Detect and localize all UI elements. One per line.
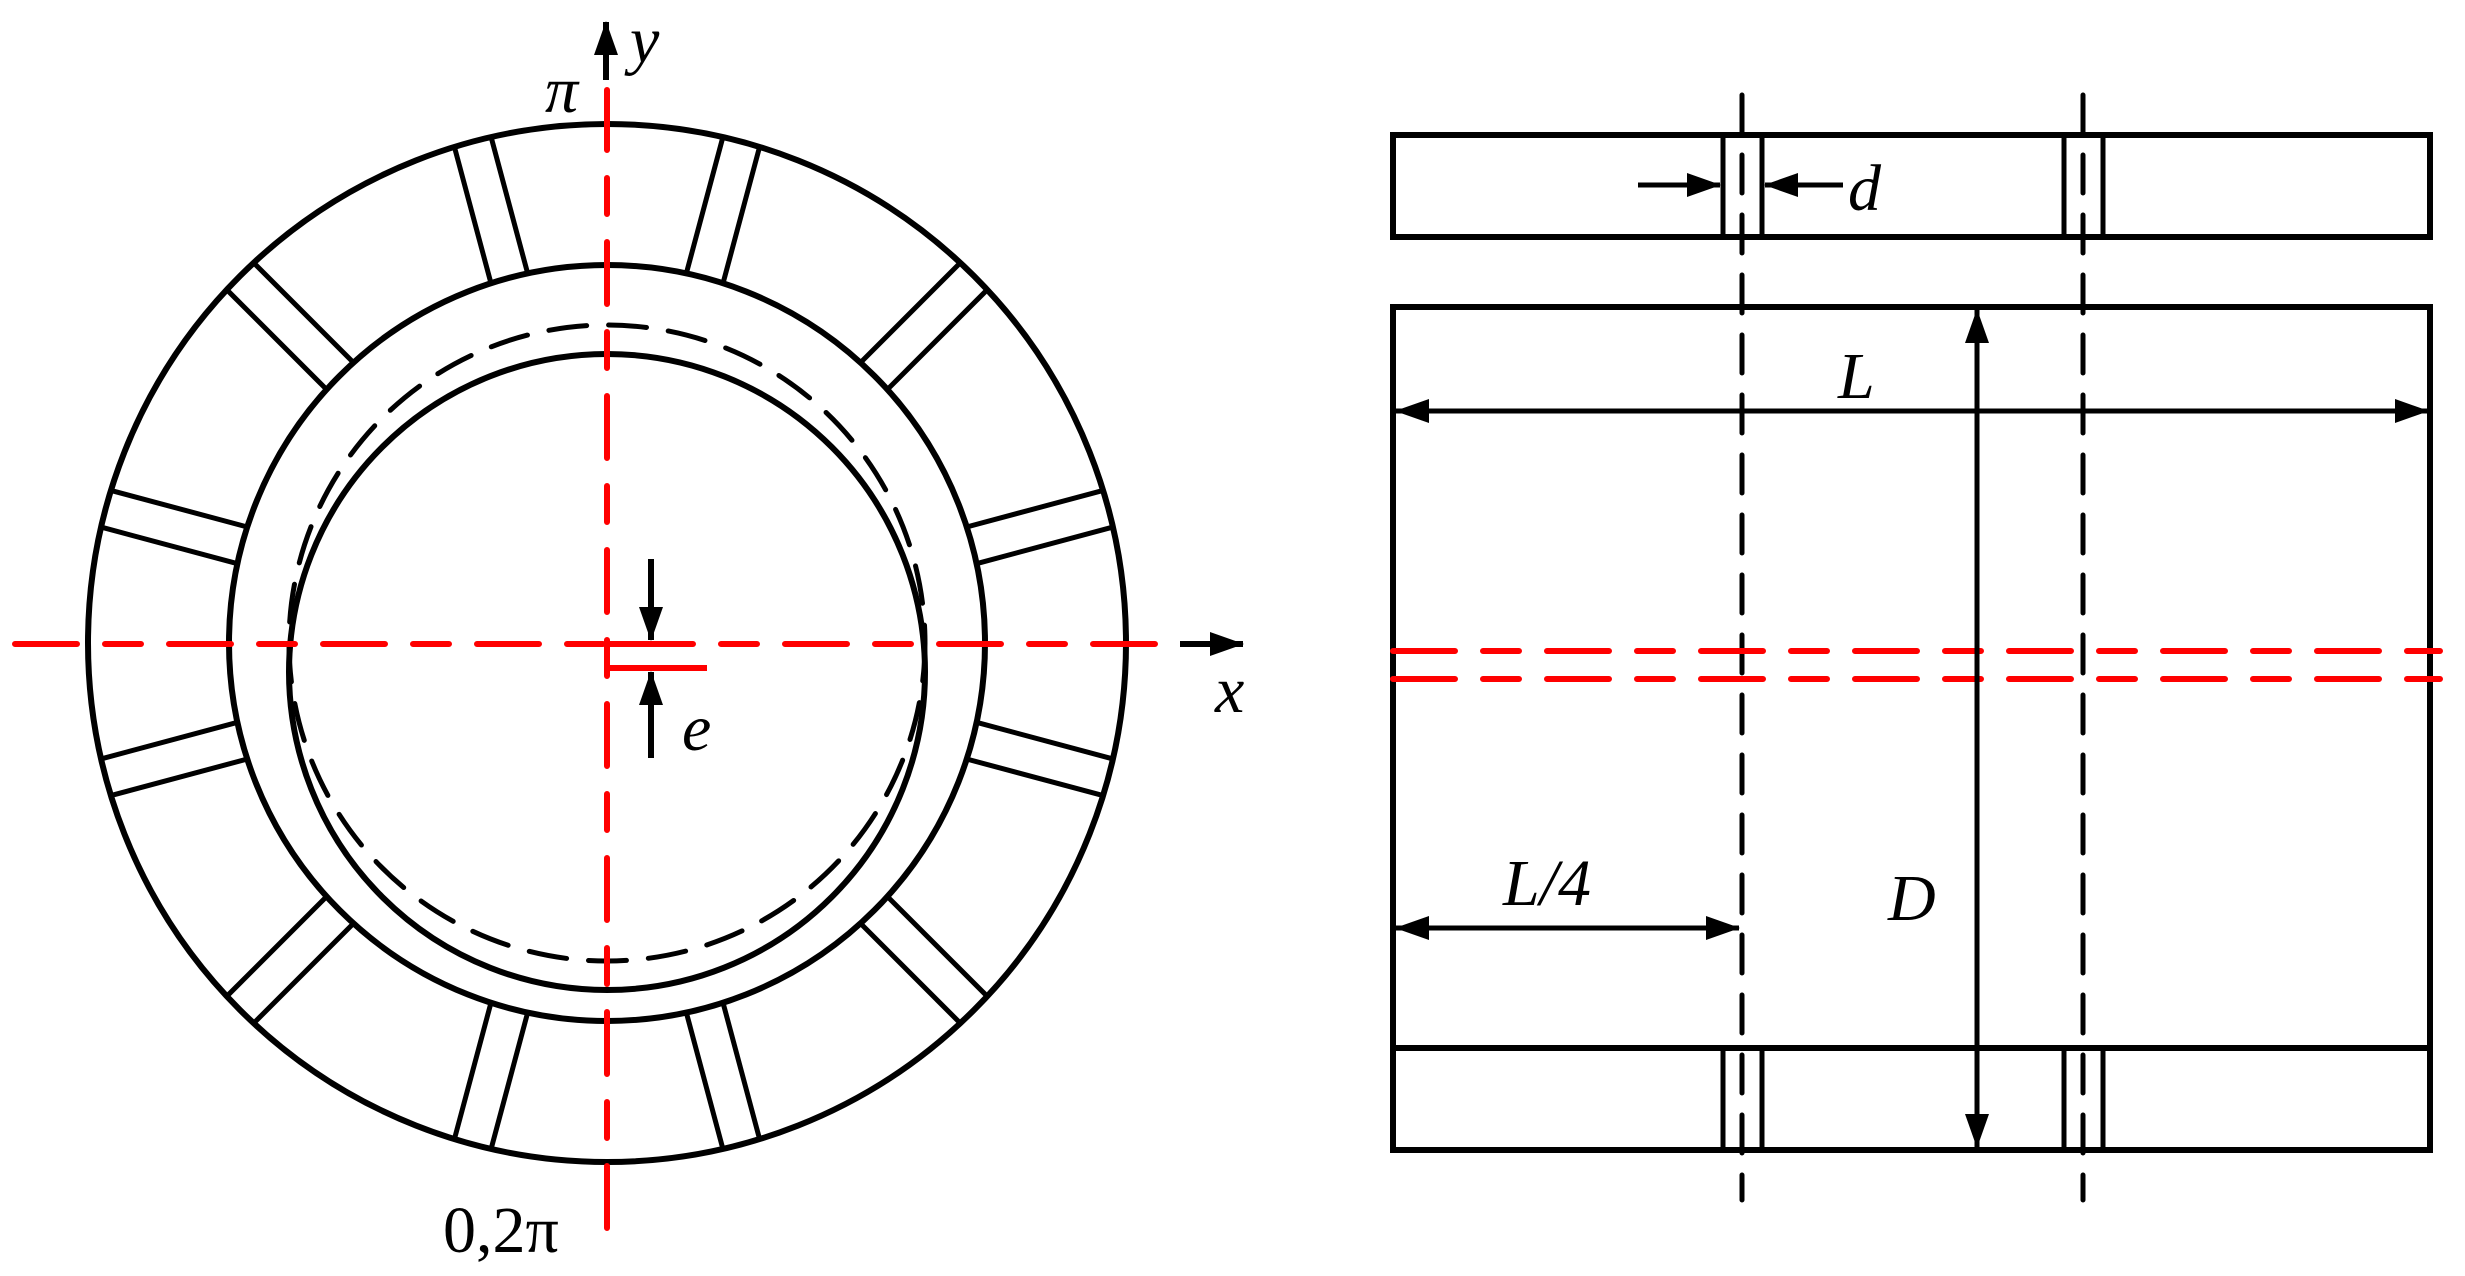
cross-section-view: y π x e 0,2π (12, 4, 1244, 1267)
d-label: d (1848, 152, 1882, 225)
eccentricity-label: e (682, 692, 711, 765)
groove-12-edge-2 (964, 756, 1106, 799)
groove-7-edge-2 (98, 719, 241, 762)
angle-zero-label: 0,2π (443, 1194, 559, 1267)
groove-2-edge-1 (857, 259, 964, 366)
groove-11-edge-1 (884, 893, 991, 1000)
groove-9-edge-2 (451, 1000, 494, 1142)
journal-body (1390, 304, 2433, 1153)
groove-4-edge-1 (451, 144, 494, 286)
groove-12-edge-1 (973, 719, 1116, 762)
bottom-bearing-wall (1390, 1045, 2433, 1153)
D-label: D (1887, 862, 1936, 935)
groove-8-edge-1 (250, 920, 357, 1027)
groove-10-edge-1 (720, 1000, 763, 1142)
top-bearing-wall (1390, 132, 2433, 240)
groove-3-edge-2 (720, 144, 763, 286)
L4-label: L/4 (1502, 847, 1591, 920)
groove-2-edge-2 (884, 286, 991, 393)
groove-6-edge-1 (98, 524, 241, 567)
groove-7-edge-1 (108, 756, 250, 799)
groove-6-edge-2 (108, 487, 250, 530)
y-axis-label: y (624, 4, 660, 77)
L-label: L (1837, 340, 1875, 413)
axial-grooves (98, 134, 1116, 1152)
axial-section-view: d L L/4 D (1390, 92, 2443, 1203)
groove-1-edge-1 (964, 487, 1106, 530)
groove-10-edge-2 (683, 1009, 726, 1152)
groove-5-edge-2 (250, 259, 357, 366)
groove-11-edge-2 (857, 920, 964, 1027)
angle-pi-label: π (545, 54, 580, 127)
groove-5-edge-1 (223, 286, 330, 393)
groove-8-edge-2 (223, 893, 330, 1000)
x-axis-label: x (1214, 654, 1244, 727)
groove-9-edge-1 (488, 1009, 531, 1152)
groove-1-edge-2 (973, 524, 1116, 567)
groove-4-edge-2 (488, 134, 531, 277)
groove-3-edge-1 (683, 134, 726, 277)
